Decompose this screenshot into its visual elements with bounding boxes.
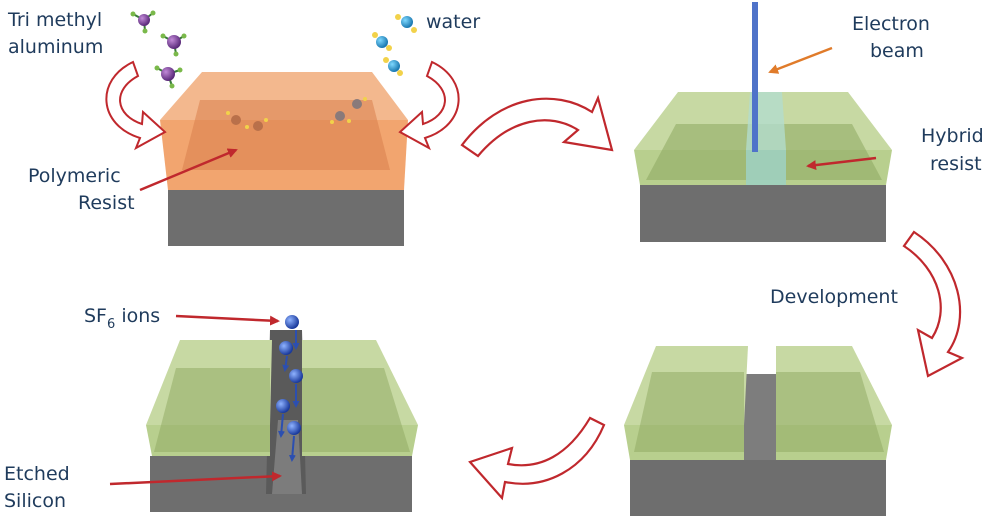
hybrid-resist-pointer (806, 156, 877, 171)
polymeric-label-line2: Resist (78, 192, 135, 214)
process-arrow-1 (460, 94, 614, 158)
electron-beam-pointer (768, 46, 833, 74)
electron-label-line1: Electron (852, 13, 930, 35)
developed-trench (744, 374, 776, 460)
silicon-block-front (168, 190, 404, 246)
water-flow-arrow (398, 60, 460, 151)
etched-label-line1: Etched (4, 463, 70, 485)
tma-molecule-icon (154, 65, 183, 89)
tma-label-line2: aluminum (8, 36, 103, 58)
development-label: Development (770, 286, 898, 308)
water-molecule-icon (372, 32, 392, 51)
polymeric-label-line1: Polymeric (28, 165, 121, 187)
adsorbed-molecules (226, 97, 367, 131)
water-molecule-icon (395, 14, 417, 33)
left-resist-shade (154, 368, 270, 452)
sf6-ions-pointer (175, 314, 280, 326)
silicon-block-front (640, 185, 886, 242)
panel-3-developed (624, 346, 892, 516)
right-resist-shade (776, 372, 884, 452)
hybrid-label-line2: resist (930, 153, 982, 175)
ion-icon (276, 399, 290, 413)
tma-molecule-icon (160, 33, 187, 57)
sf6-ions (276, 315, 303, 462)
right-resist-shade (302, 368, 410, 452)
etched-label-line2: Silicon (4, 490, 66, 512)
silicon-block-front (630, 460, 886, 516)
etched-silicon-pointer (109, 471, 282, 486)
left-resist-shade (634, 372, 744, 452)
tma-label-line1: Tri methyl (7, 9, 102, 31)
ion-icon (285, 315, 299, 329)
sf6-label: SF6 ions (84, 305, 160, 332)
polymeric-resist-pointer (139, 148, 238, 192)
ion-icon (289, 369, 303, 383)
tma-molecule-icon (130, 10, 156, 34)
water-molecule-icon (383, 57, 403, 76)
panel-4-etching (146, 315, 418, 512)
exposed-region (746, 150, 786, 185)
panel-1-polymeric-resist (160, 72, 408, 246)
electron-label-line2: beam (870, 40, 924, 62)
electron-beam (752, 2, 758, 152)
process-arrow-2 (902, 230, 965, 378)
water-label: water (426, 11, 480, 33)
panel-2-ebeam-exposure (634, 2, 892, 242)
tma-molecules (130, 10, 187, 89)
water-molecules (372, 14, 417, 76)
hybrid-label-line1: Hybrid (921, 125, 984, 147)
ion-icon (279, 341, 293, 355)
ion-icon (287, 421, 301, 435)
tma-flow-arrow (105, 60, 167, 151)
process-arrow-3 (468, 416, 606, 501)
